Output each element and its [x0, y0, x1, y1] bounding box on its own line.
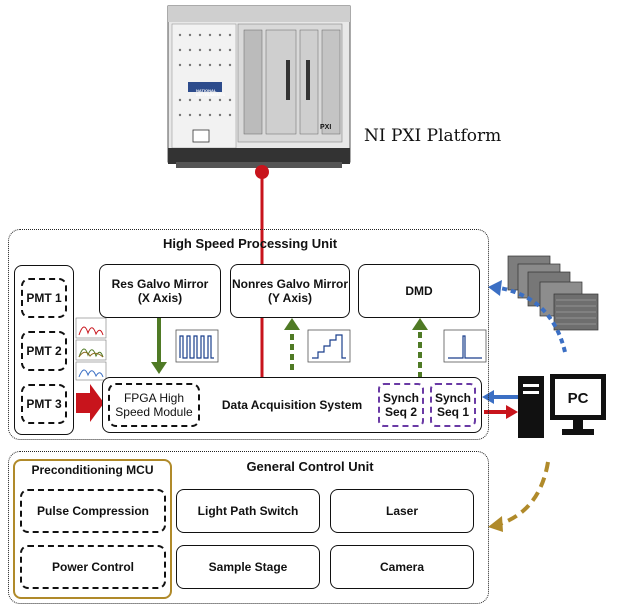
- pmt-3-box: PMT 3: [21, 384, 67, 424]
- hspu-title: High Speed Processing Unit: [162, 236, 338, 251]
- dmd-pulse-waveform-icon: [443, 329, 487, 363]
- pxi-connector-dot: [255, 165, 269, 179]
- general-control-unit: [8, 451, 489, 604]
- pc-label: PC: [567, 390, 589, 407]
- camera-box: Camera: [330, 545, 474, 589]
- pmt-1-box: PMT 1: [21, 278, 67, 318]
- pxi-chassis-label: PXI: [320, 124, 332, 131]
- gcu-title: General Control Unit: [246, 459, 374, 474]
- pxi-brand-label: NATIONAL INSTRUMENTS: [196, 88, 225, 97]
- high-speed-processing-unit: [8, 229, 489, 440]
- pmt-2-box: PMT 2: [21, 331, 67, 371]
- fpga-module-box: FPGA High Speed Module: [108, 383, 200, 427]
- laser-box: Laser: [330, 489, 474, 533]
- pxi-chassis-image: [167, 5, 351, 168]
- nonres-galvo-mirror-box: Nonres Galvo Mirror (Y Axis): [230, 264, 350, 318]
- pmt-signal-icons: [75, 317, 107, 381]
- sample-stage-box: Sample Stage: [176, 545, 320, 589]
- power-control-box: Power Control: [20, 545, 166, 589]
- preconditioning-mcu-group: [13, 459, 172, 599]
- synch-seq-2-box: Synch Seq 2: [378, 383, 424, 427]
- synch-seq-1-box: Synch Seq 1: [430, 383, 476, 427]
- light-path-switch-box: Light Path Switch: [176, 489, 320, 533]
- res-galvo-mirror-box: Res Galvo Mirror (X Axis): [99, 264, 221, 318]
- dmd-box: DMD: [358, 264, 480, 318]
- dmd-pattern-images: [507, 255, 599, 331]
- nonres-galvo-waveform-icon: [307, 329, 351, 363]
- pxi-platform-caption: NI PXI Platform: [364, 126, 502, 146]
- pc-computer-icon: [518, 374, 606, 438]
- pulse-compression-box: Pulse Compression: [20, 489, 166, 533]
- mcu-title: Preconditioning MCU: [31, 463, 154, 477]
- das-label: Data Acquisition System: [221, 398, 363, 412]
- res-galvo-waveform-icon: [175, 329, 219, 363]
